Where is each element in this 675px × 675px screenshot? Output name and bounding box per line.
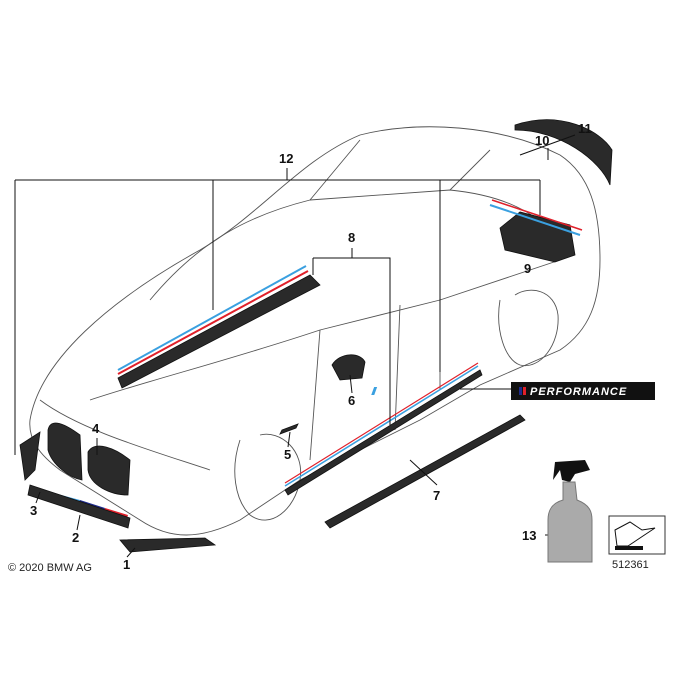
part-9-rear-diffuser-stripes[interactable]: [489, 199, 583, 263]
part-13-cleaner-bottle[interactable]: [547, 460, 593, 563]
part-6-mirror-cap[interactable]: [331, 354, 366, 381]
part-2-front-flap-stripes[interactable]: [27, 484, 131, 529]
callout-2: 2: [72, 530, 79, 545]
part-8-door-stripes[interactable]: [284, 362, 483, 496]
part-1-front-splitter[interactable]: [119, 537, 217, 553]
callout-9: 9: [524, 261, 531, 276]
part-7-side-skirt[interactable]: [324, 414, 526, 529]
care-symbol-box: [608, 515, 666, 555]
callout-5: 5: [284, 447, 291, 462]
callout-7: 7: [433, 488, 440, 503]
callout-4: 4: [92, 421, 100, 436]
part-5-emblem[interactable]: [279, 423, 299, 435]
part-3-side-flap[interactable]: [19, 431, 41, 481]
car-outline: [29, 126, 601, 536]
callout-8: 8: [348, 230, 355, 245]
callout-13: 13: [522, 528, 536, 543]
badge-text: PERFORMANCE: [530, 386, 627, 398]
callout-10: 10: [535, 133, 549, 148]
callout-1: 1: [123, 557, 130, 572]
part-11-rear-spoiler[interactable]: [514, 119, 613, 186]
m-performance-badge[interactable]: PERFORMANCE: [371, 382, 655, 400]
part-8-hood-stripes[interactable]: [117, 265, 321, 389]
diagram-id: 512361: [612, 559, 649, 571]
callout-12: 12: [279, 151, 293, 166]
callout-3: 3: [30, 503, 37, 518]
leader-lines: [14, 134, 576, 558]
callout-6: 6: [348, 393, 355, 408]
callout-11: 11: [578, 121, 592, 136]
part-4-kidney-grille[interactable]: [47, 422, 131, 496]
copyright: © 2020 BMW AG: [8, 562, 92, 574]
